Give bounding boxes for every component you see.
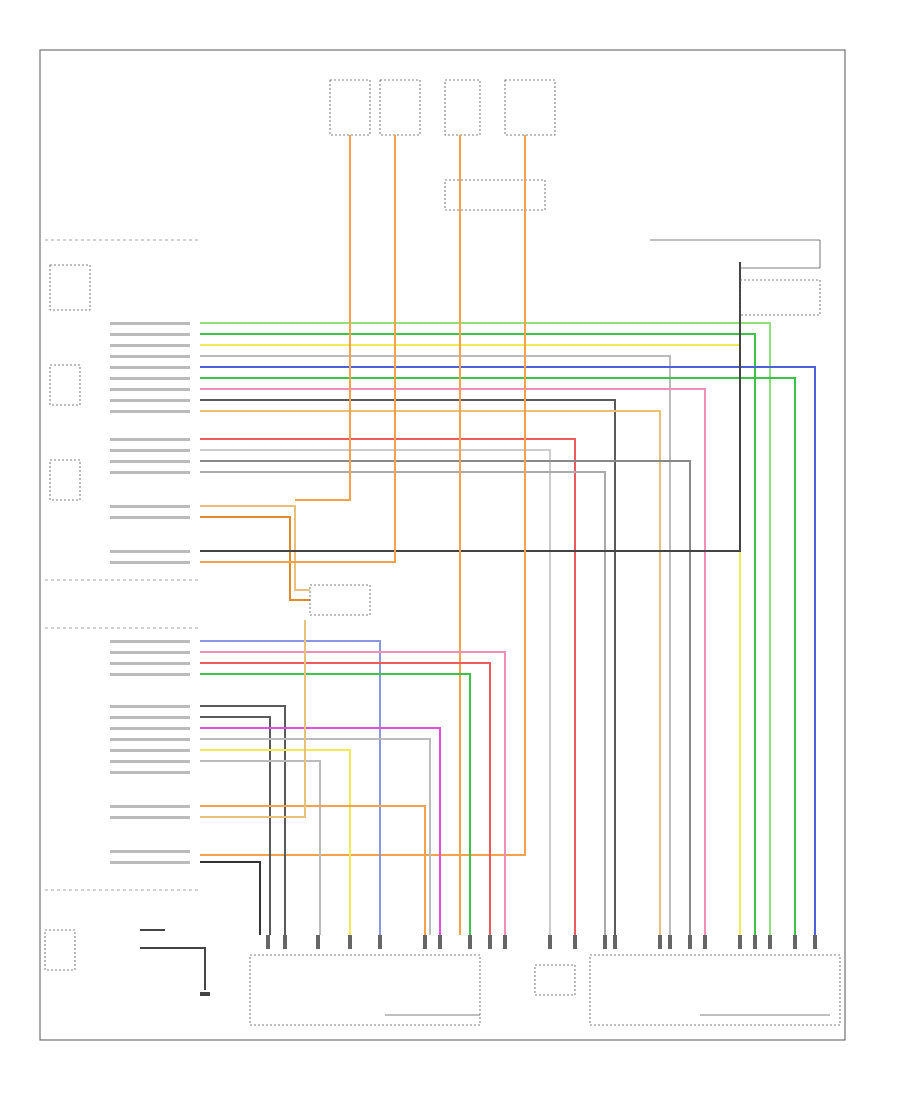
upper-right-component bbox=[650, 239, 821, 316]
wire-green-1 bbox=[200, 333, 756, 935]
driver-module-enclosure bbox=[45, 239, 200, 891]
wire-magenta bbox=[200, 727, 441, 935]
diagram-border bbox=[39, 49, 846, 1041]
wire-orange-low bbox=[200, 805, 426, 935]
bottom-connectors bbox=[266, 935, 817, 949]
wire-dkgray-3 bbox=[200, 716, 271, 935]
wire-black-low bbox=[200, 861, 261, 935]
wire-orange-top-3 bbox=[200, 135, 526, 856]
wire-gray-4 bbox=[200, 471, 606, 935]
wire-tan-power bbox=[200, 505, 310, 591]
wire-blue-2 bbox=[200, 640, 381, 935]
left-ground bbox=[140, 929, 206, 990]
wire-blue bbox=[200, 366, 816, 935]
wire-tan bbox=[200, 410, 661, 935]
driver-pin-labels bbox=[110, 322, 190, 864]
left-side-components bbox=[44, 264, 91, 971]
wire-pink bbox=[200, 388, 706, 935]
wire-tan-power-2 bbox=[200, 516, 310, 601]
wire-gray-3 bbox=[200, 460, 691, 935]
wire-pink-2 bbox=[200, 651, 506, 935]
wire-orange-ground bbox=[200, 135, 396, 563]
wire-gray-5 bbox=[200, 738, 431, 935]
wire-tan-low bbox=[200, 620, 306, 818]
wire-green-2 bbox=[200, 377, 796, 935]
wire-black-ground bbox=[200, 262, 741, 552]
wire-green-3 bbox=[200, 673, 471, 935]
wire-dkgray bbox=[200, 399, 616, 935]
splice-connector bbox=[309, 584, 371, 616]
ground-symbol bbox=[200, 992, 210, 996]
wire-gray-1 bbox=[200, 355, 671, 935]
wire-bundle bbox=[200, 135, 816, 935]
wire-red-2 bbox=[200, 662, 491, 935]
wire-red-1 bbox=[200, 438, 576, 935]
top-switch-cluster bbox=[329, 79, 556, 211]
wire-gray-2 bbox=[200, 449, 551, 935]
wire-dkgray-2 bbox=[200, 705, 286, 935]
bottom-actuators bbox=[249, 954, 841, 1026]
wire-orange-top-1 bbox=[295, 135, 351, 501]
wire-yellow-2 bbox=[200, 749, 351, 935]
wire-lt-green bbox=[200, 322, 771, 935]
wire-gray-6 bbox=[200, 760, 321, 935]
